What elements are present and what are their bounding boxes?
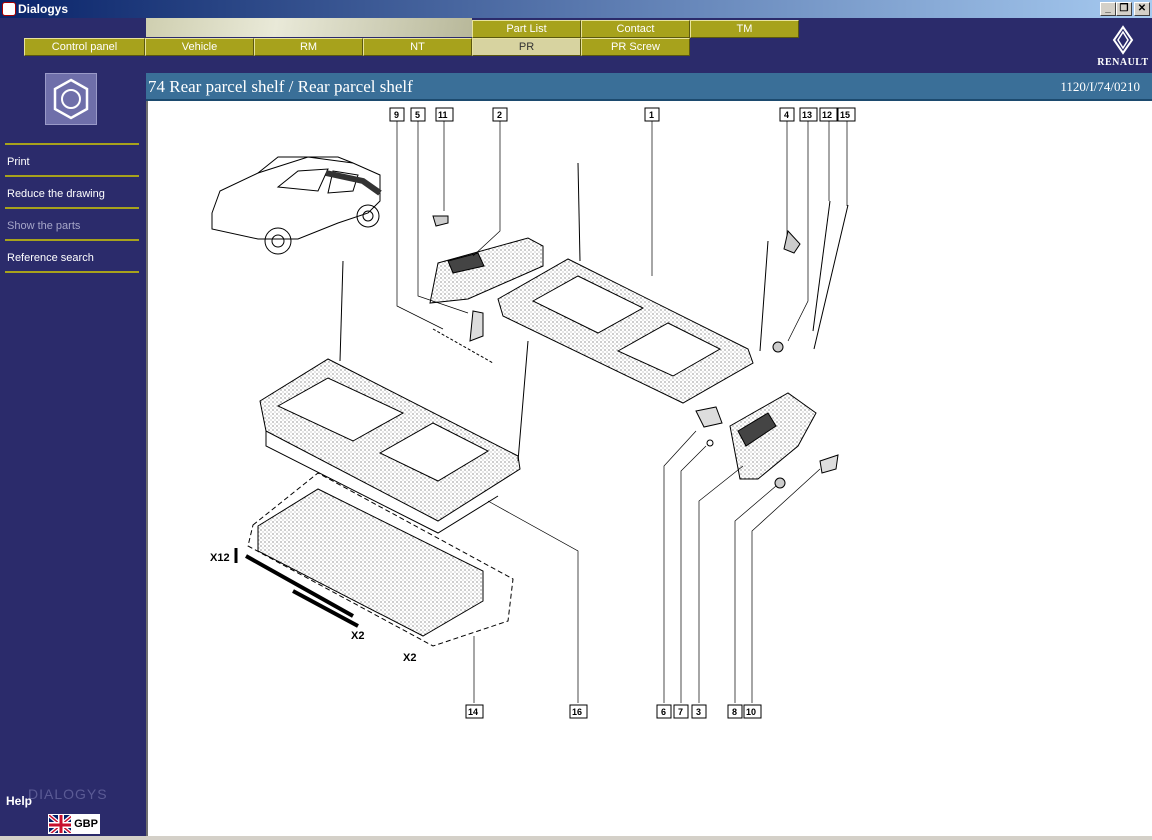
restore-button[interactable]: ❐	[1116, 2, 1132, 16]
status-strip	[0, 836, 1152, 840]
callout-4[interactable]: 4	[779, 107, 795, 122]
callout-10[interactable]: 10	[743, 704, 762, 719]
svg-text:5: 5	[415, 110, 420, 120]
svg-text:13: 13	[802, 110, 812, 120]
sidebar-item-show-parts[interactable]: Show the parts	[5, 207, 139, 237]
sidebar: Print Reduce the drawing Show the parts …	[0, 73, 145, 840]
svg-text:2: 2	[497, 110, 502, 120]
nav-pr[interactable]: PR	[472, 38, 581, 56]
leader-lines	[396, 121, 848, 703]
callout-6[interactable]: 6	[656, 704, 672, 719]
header: Part List Contact TM Control panel Vehic…	[0, 18, 1152, 73]
dialogys-watermark: DIALOGYS	[28, 786, 108, 802]
callout-13[interactable]: 13	[799, 107, 818, 122]
callout-9[interactable]: 9	[389, 107, 405, 122]
callout-16[interactable]: 16	[569, 704, 588, 719]
cable-part-12	[812, 200, 831, 332]
svg-text:1: 1	[649, 110, 654, 120]
bracket-part-2	[429, 237, 544, 304]
nav-tm[interactable]: TM	[690, 20, 799, 38]
nav-nt[interactable]: NT	[363, 38, 472, 56]
nav-pr-screw[interactable]: PR Screw	[581, 38, 690, 56]
nav-control-panel[interactable]: Control panel	[24, 38, 145, 56]
strap-left-2	[339, 260, 344, 362]
rear-parcel-shelf-lower	[259, 358, 521, 534]
qty-label-x12: X12	[210, 552, 230, 564]
help-link[interactable]: Help	[6, 794, 33, 808]
category-thumbnail[interactable]	[45, 73, 97, 125]
parts-diagram: X12 X2 X2	[210, 107, 856, 719]
renault-logo: RENAULT	[1096, 23, 1150, 71]
cable-part-15	[813, 204, 849, 350]
qty-label-x2-a: X2	[351, 630, 364, 642]
svg-text:6: 6	[661, 707, 666, 717]
hex-nut-icon	[53, 78, 89, 120]
currency-selector[interactable]: GBP	[72, 814, 100, 834]
sidebar-item-reference-search[interactable]: Reference search	[5, 239, 139, 269]
callout-3[interactable]: 3	[691, 704, 707, 719]
clip-part-11	[432, 215, 449, 227]
vehicle-locator-drawing	[211, 156, 382, 255]
svg-text:14: 14	[468, 707, 478, 717]
page-reference: 1120/I/74/0210	[1060, 79, 1140, 94]
callout-15[interactable]: 15	[837, 107, 856, 122]
callout-1[interactable]: 1	[644, 107, 660, 122]
svg-text:10: 10	[746, 707, 756, 717]
renault-diamond-icon	[1112, 25, 1134, 55]
sidebar-divider	[5, 271, 139, 273]
close-button[interactable]: ✕	[1134, 2, 1150, 16]
clip-part-5	[469, 310, 484, 342]
svg-text:8: 8	[732, 707, 737, 717]
svg-text:9: 9	[394, 110, 399, 120]
side-bracket-assembly	[695, 229, 839, 489]
strap-right-1	[759, 240, 769, 352]
callout-5[interactable]: 5	[410, 107, 426, 122]
minimize-button[interactable]: _	[1100, 2, 1116, 16]
uk-flag-icon[interactable]	[48, 814, 72, 834]
svg-text:12: 12	[822, 110, 832, 120]
header-decoration	[146, 18, 472, 37]
svg-text:16: 16	[572, 707, 582, 717]
svg-text:7: 7	[678, 707, 683, 717]
svg-text:4: 4	[784, 110, 789, 120]
nav-rm[interactable]: RM	[254, 38, 363, 56]
strap-left-1	[577, 162, 581, 262]
svg-text:15: 15	[840, 110, 850, 120]
svg-text:11: 11	[438, 110, 448, 120]
app-icon	[2, 2, 16, 16]
strap-right-2	[517, 340, 529, 462]
link-part-9	[432, 328, 494, 364]
callout-14[interactable]: 14	[465, 704, 484, 719]
callout-2[interactable]: 2	[492, 107, 508, 122]
sidebar-item-print[interactable]: Print	[5, 143, 139, 173]
callout-11[interactable]: 11	[435, 107, 454, 122]
window-title-bar: Dialogys _ ❐ ✕	[0, 0, 1152, 18]
rear-parcel-shelf-part-1	[497, 258, 754, 404]
callout-12[interactable]: 12	[819, 107, 838, 122]
parcel-box-part-14	[234, 472, 514, 647]
renault-wordmark: RENAULT	[1097, 57, 1149, 68]
svg-text:3: 3	[696, 707, 701, 717]
callout-7[interactable]: 7	[673, 704, 689, 719]
page-title: 74 Rear parcel shelf / Rear parcel shelf	[148, 77, 413, 96]
nav-contact[interactable]: Contact	[581, 20, 690, 38]
sidebar-item-reduce-drawing[interactable]: Reduce the drawing	[5, 175, 139, 205]
window-title: Dialogys	[18, 2, 69, 16]
nav-vehicle[interactable]: Vehicle	[145, 38, 254, 56]
content-header: 74 Rear parcel shelf / Rear parcel shelf…	[146, 73, 1152, 101]
callout-8[interactable]: 8	[727, 704, 743, 719]
nav-part-list[interactable]: Part List	[472, 20, 581, 38]
exploded-parts-drawing[interactable]: X12 X2 X2	[146, 101, 1152, 836]
qty-label-x2-b: X2	[403, 652, 416, 664]
